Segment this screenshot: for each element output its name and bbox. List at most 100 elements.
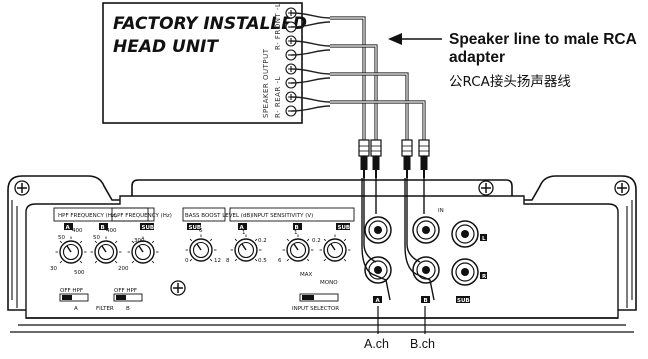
wire-rear-1	[290, 68, 331, 75]
svg-text:500: 500	[74, 270, 85, 276]
channel-tag-label: SUB	[338, 225, 351, 231]
rca-jack-b-right[interactable]	[412, 256, 440, 284]
speaker-wires	[290, 12, 426, 140]
channel-tag	[64, 223, 73, 230]
wire-route-c	[330, 72, 409, 140]
sens-a-knob[interactable]	[230, 234, 262, 262]
svg-text:12: 12	[214, 258, 221, 264]
wire-front-4	[290, 49, 331, 56]
lpf-header: LPF FREQUENCY (Hz)	[114, 213, 172, 219]
sens-sub-knob[interactable]	[319, 234, 351, 262]
callout-line1: Speaker line to male RCA	[449, 31, 637, 48]
svg-text:0: 0	[185, 258, 189, 264]
svg-text:6: 6	[278, 258, 282, 264]
hpf-scale-b: 50 400 200 300	[93, 228, 145, 272]
svg-text:200: 200	[118, 266, 129, 272]
rca-plug-2	[370, 139, 382, 178]
in-label: IN	[438, 208, 444, 214]
hpf-b-knob[interactable]	[90, 236, 122, 264]
svg-text:A: A	[74, 306, 78, 312]
rca-jack-b-left[interactable]	[412, 216, 440, 244]
amplifier: HPF FREQUENCY (Hz) LPF FREQUENCY (Hz) B A…	[7, 175, 637, 333]
bass-scale: 0 6 12	[185, 228, 221, 264]
svg-text:SUB: SUB	[457, 298, 470, 304]
b-ch-label: B.ch	[410, 337, 435, 351]
wire-front-1	[290, 12, 331, 19]
channel-tag-label: SUB	[142, 225, 155, 231]
jack-channel-tags: A B SUB	[373, 296, 470, 304]
rca-plug-4	[418, 139, 430, 178]
svg-text:400: 400	[72, 228, 83, 234]
channel-tag	[140, 223, 154, 230]
screw-left-icon	[14, 180, 30, 196]
svg-text:30: 30	[50, 266, 57, 272]
input-selector-label: INPUT SELECTOR	[292, 306, 339, 312]
svg-text:0.2: 0.2	[312, 238, 321, 244]
channel-tag	[293, 223, 302, 230]
front-label: R- FRONT -L	[274, 3, 282, 50]
svg-text:400: 400	[106, 228, 117, 234]
screw-center-icon	[170, 280, 186, 296]
screw-right-icon	[478, 180, 494, 196]
wire-rear-2	[290, 77, 331, 84]
svg-text:8: 8	[226, 258, 230, 264]
a-ch-label: A.ch	[364, 337, 389, 351]
channel-tag	[238, 223, 247, 230]
speaker-output-label: SPEAKER OUTPUT	[262, 48, 270, 118]
head-unit: FACTORY INSTALLED HEAD UNIT SPEAKER OUTP…	[102, 2, 307, 124]
jack-r-tag: R	[482, 274, 487, 280]
callout-chinese: 公RCA接头扬声器线	[449, 73, 571, 90]
rca-plug-3	[401, 139, 413, 178]
input-header: INPUT SENSITIVITY (V)	[252, 213, 313, 219]
rca-jack-a-left[interactable]	[364, 216, 392, 244]
filter-label: FILTER	[96, 306, 114, 312]
head-unit-title-line1: FACTORY INSTALLED	[113, 14, 307, 34]
hpf-switch-a[interactable]	[59, 293, 89, 302]
hpf-header: HPF FREQUENCY (Hz)	[58, 213, 117, 219]
hpf-switch-b[interactable]	[113, 293, 143, 302]
input-selector-switch[interactable]	[299, 293, 339, 302]
svg-text:MONO: MONO	[320, 280, 338, 286]
rca-cables	[361, 178, 435, 301]
wire-front-2	[290, 21, 331, 28]
screw-right-outer-icon	[614, 180, 630, 196]
channel-tag	[336, 223, 350, 230]
wire-front-3	[290, 40, 331, 47]
svg-text:50: 50	[58, 235, 65, 241]
sens-b-knob[interactable]	[282, 234, 314, 262]
amplifier-knobs	[55, 234, 351, 264]
lpf-header-box	[111, 207, 155, 222]
svg-text:0.2: 0.2	[258, 238, 267, 244]
channel-tag	[99, 223, 108, 230]
rear-label: R- REAR -L	[274, 76, 282, 118]
hpf-a-knob[interactable]	[55, 236, 87, 264]
channel-tag-label: B	[295, 225, 299, 231]
wire-rear-4	[290, 105, 331, 112]
channel-tag-label: A	[66, 225, 71, 231]
rca-jack-sub-right[interactable]	[451, 258, 479, 286]
filter-switches: OFF HPF OFF HPF A FILTER B	[59, 288, 143, 312]
switch-label-b: OFF HPF	[114, 288, 137, 294]
channel-labels: A.ch B.ch	[364, 306, 435, 351]
head-unit-title-line2: HEAD UNIT	[113, 37, 219, 57]
svg-text:B: B	[126, 306, 130, 312]
rca-jack-a-right[interactable]	[364, 256, 392, 284]
channel-tag-label: SUB	[189, 225, 202, 231]
lpf-knob[interactable]	[127, 236, 159, 264]
bass-boost-knob[interactable]	[185, 234, 217, 262]
callout-line2: adapter	[449, 49, 505, 66]
callout: Speaker line to male RCA adapter 公RCA接头扬…	[388, 31, 637, 90]
svg-text:6: 6	[199, 228, 203, 234]
jack-l-tag: L	[482, 236, 486, 242]
arrow-left-icon	[388, 33, 402, 45]
rca-inputs: L R IN	[364, 208, 487, 286]
svg-text:300: 300	[134, 238, 145, 244]
sens-scale-b: 1 0.2 6 MAX	[278, 230, 321, 278]
svg-text:0.5: 0.5	[258, 258, 267, 264]
channel-tag-label: B	[101, 225, 105, 231]
hpf-header-box	[53, 207, 149, 222]
rca-jack-sub-left[interactable]	[451, 220, 479, 248]
